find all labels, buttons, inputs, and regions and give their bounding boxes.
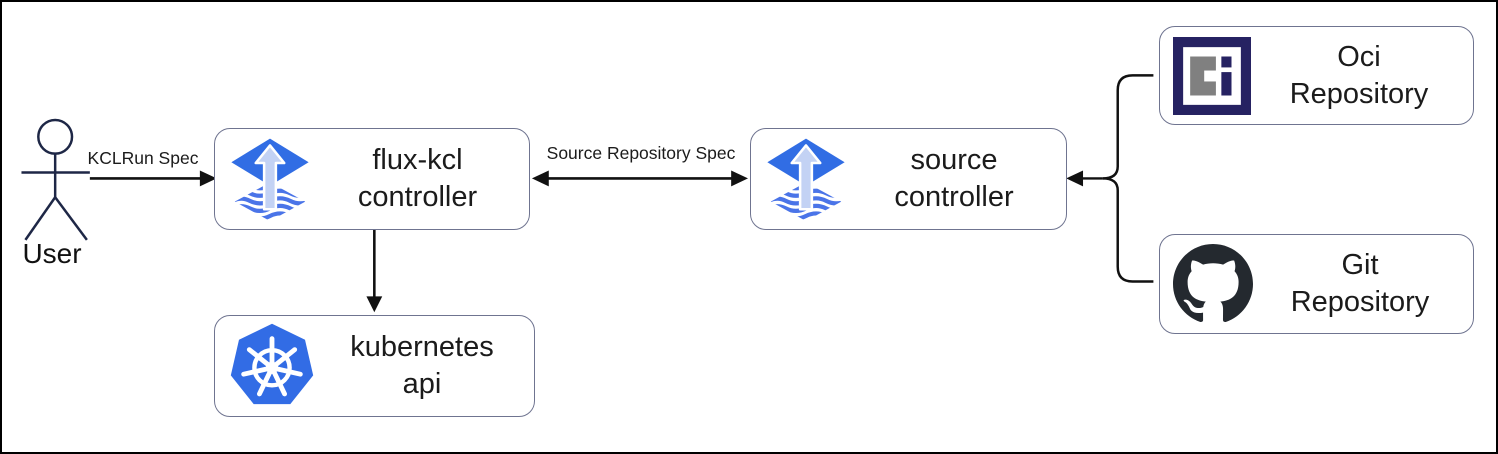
oci-icon <box>1173 36 1251 115</box>
edge-repos-to-source <box>1066 74 1154 283</box>
arrowhead-left <box>1066 170 1084 187</box>
brace-top <box>1102 74 1154 180</box>
node-label-line1: Git <box>1341 249 1379 281</box>
node-label-line2: api <box>402 368 442 400</box>
edge-kclrun-spec <box>89 170 217 187</box>
user-figure <box>21 118 90 241</box>
node-flux-kcl-controller: flux-kcl controller <box>214 128 530 230</box>
flux-icon <box>228 135 312 223</box>
edge-label-source-repository-spec: Source Repository Spec <box>546 143 736 163</box>
node-label: kubernetes api <box>316 329 534 403</box>
node-label-line1: flux-kcl <box>372 144 463 176</box>
node-label-line1: kubernetes <box>350 331 494 363</box>
arrowhead-down <box>366 296 383 313</box>
edge-flux-to-kubernetes <box>366 228 383 313</box>
node-kubernetes-api: kubernetes api <box>214 315 535 417</box>
arrowhead-right <box>731 170 749 187</box>
user-label: User <box>22 238 82 269</box>
brace-bottom <box>1102 177 1154 283</box>
node-label-line2: Repository <box>1289 77 1429 110</box>
node-label-line1: source <box>910 144 998 176</box>
node-label: flux-kcl controller <box>312 142 529 216</box>
node-label-line2: Repository <box>1290 286 1430 318</box>
arrowhead-right <box>199 170 217 187</box>
node-label: Git Repository <box>1253 247 1473 321</box>
node-label-line1: Oci <box>1337 40 1381 73</box>
github-icon <box>1173 244 1253 324</box>
user-leg-left <box>24 196 57 241</box>
node-label: source controller <box>848 142 1066 216</box>
node-git-repository: Git Repository <box>1159 234 1474 334</box>
user-leg-right <box>54 196 88 241</box>
edge-source-repository-spec <box>531 170 749 187</box>
node-label: Oci Repository <box>1251 39 1473 113</box>
edge-label-kclrun-spec: KCLRun Spec <box>87 148 199 168</box>
node-oci-repository: Oci Repository <box>1159 26 1474 125</box>
kubernetes-icon <box>228 321 316 411</box>
arrowhead-left <box>531 170 549 187</box>
node-label-line2: controller <box>357 181 478 213</box>
node-label-line2: controller <box>894 181 1014 213</box>
node-source-controller: source controller <box>750 128 1067 230</box>
flux-icon <box>764 135 848 223</box>
